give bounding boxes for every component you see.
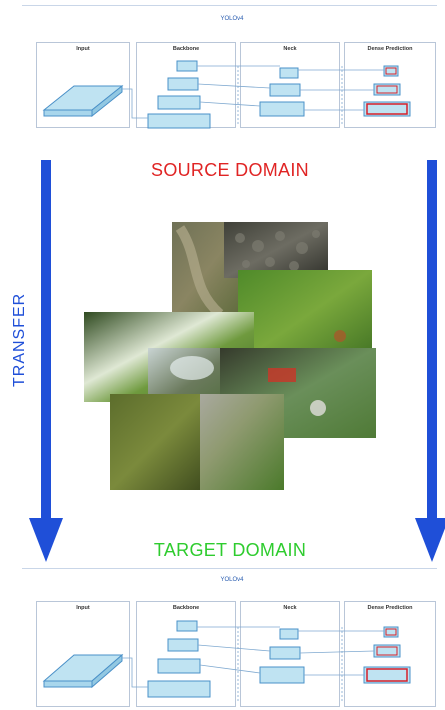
bottom-stage-input-label: Input [76, 605, 90, 611]
top-prediction-stack [363, 65, 411, 117]
top-model-panel: YOLOv4 Input Backbone Neck Dense Predict… [22, 5, 437, 131]
top-stage-backbone-label: Backbone [172, 46, 200, 52]
bottom-stage-prediction-label: Dense Prediction [367, 605, 413, 611]
top-backbone-pyramid [147, 60, 211, 129]
transfer-label: TRANSFER [11, 292, 28, 387]
photo-collage [84, 222, 376, 490]
right-transfer-arrow [415, 160, 445, 562]
photo-shrub [110, 394, 206, 490]
target-domain-label: TARGET DOMAIN [153, 540, 307, 560]
photo-rocks [224, 222, 328, 278]
bottom-stage-neck-label: Neck [283, 605, 297, 611]
bottom-stage-backbone-label: Backbone [172, 605, 200, 611]
bottom-backbone-pyramid [147, 620, 211, 698]
top-stage-neck-label: Neck [283, 46, 297, 52]
bottom-model-blocks [42, 620, 411, 703]
bottom-model-title: YOLOv4 [220, 577, 244, 583]
source-domain-label: SOURCE DOMAIN [151, 160, 309, 180]
bottom-stage-input: Input [36, 601, 130, 707]
top-model-blocks [42, 60, 411, 129]
bottom-neck-pyramid [259, 628, 305, 684]
bottom-model-panel: YOLOv4 Input Backbone Neck Dense Predict… [22, 568, 437, 709]
top-stage-prediction-label: Dense Prediction [367, 46, 413, 52]
top-model-title: YOLOv4 [220, 16, 244, 22]
left-transfer-arrow [29, 160, 63, 562]
photo-road-lawn [200, 394, 284, 490]
top-stage-input-label: Input [76, 46, 90, 52]
bottom-prediction-stack [363, 626, 411, 684]
top-neck-pyramid [259, 67, 305, 117]
